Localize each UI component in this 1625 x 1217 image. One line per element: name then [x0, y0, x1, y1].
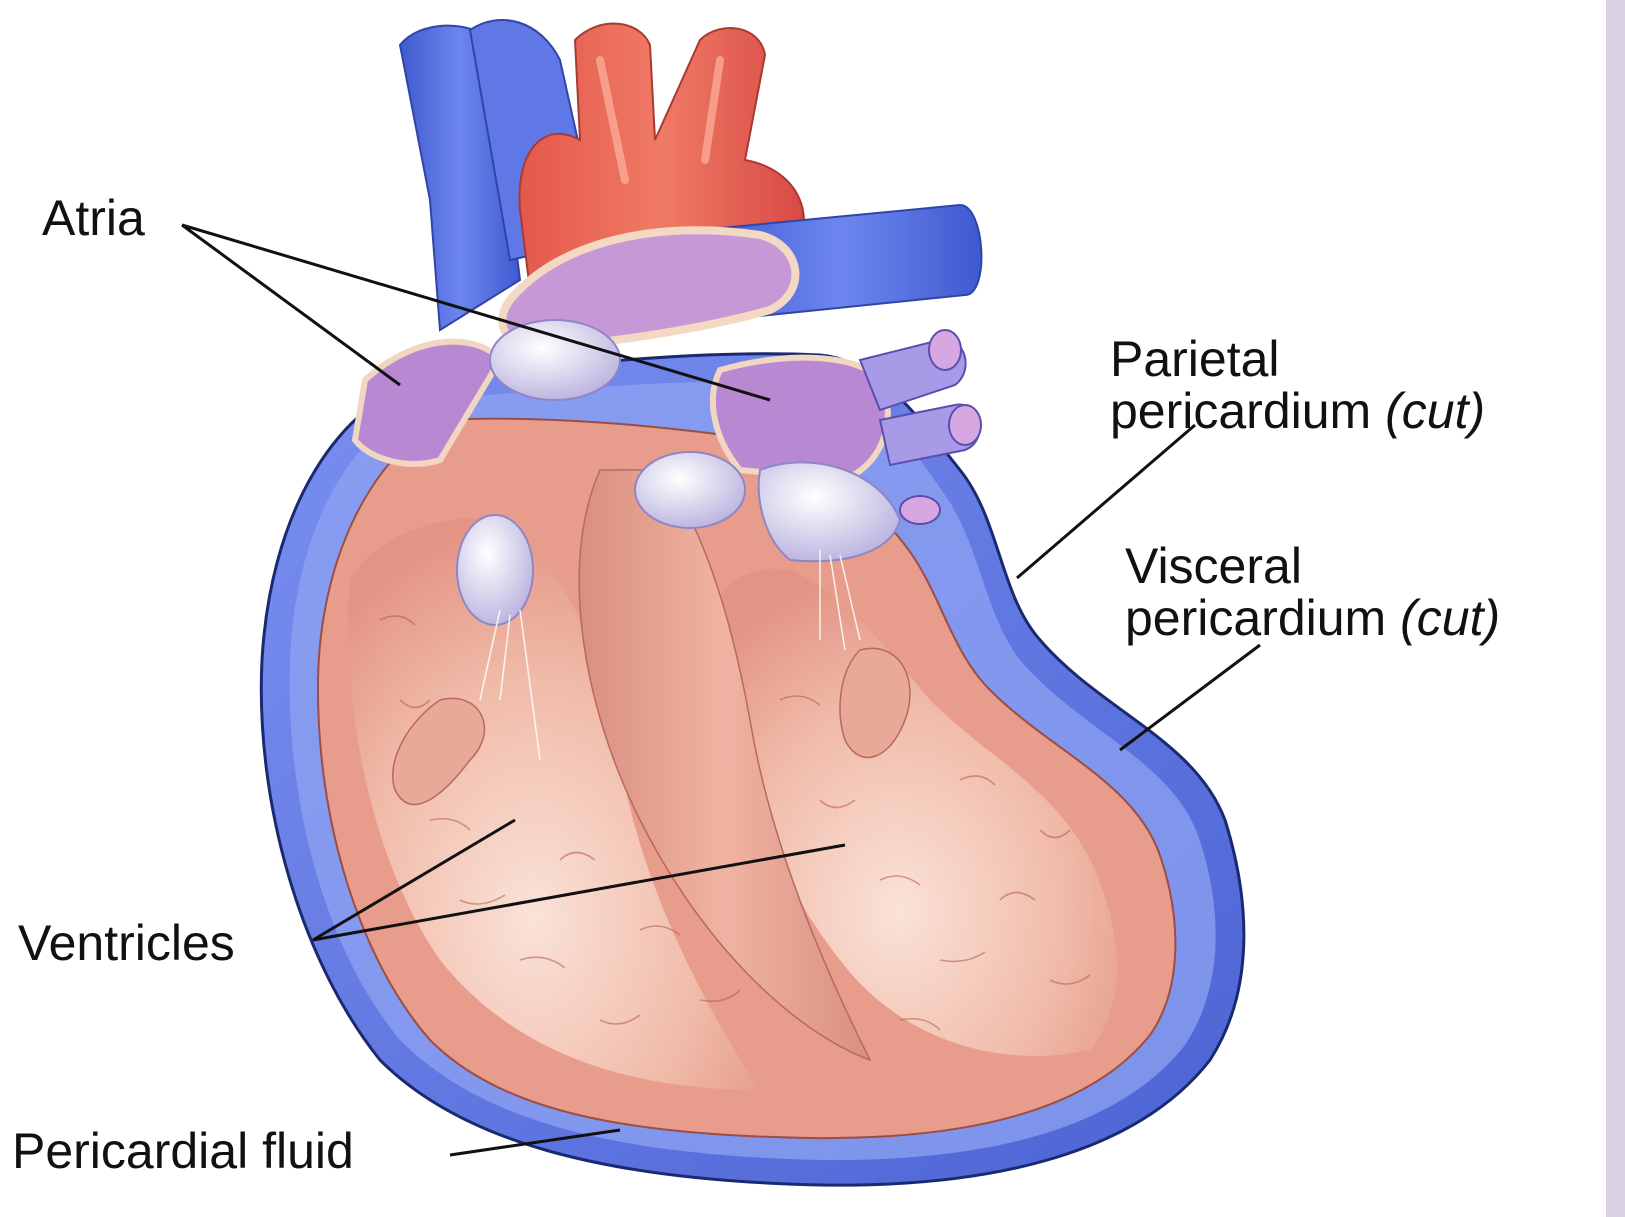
visceral-pericardium-label: Visceral pericardium (cut): [1125, 540, 1500, 644]
atria-label: Atria: [42, 193, 145, 243]
visceral-label-word: pericardium: [1125, 590, 1386, 646]
parietal-label-word: pericardium: [1110, 383, 1371, 439]
parietal-pericardium-label: Parietal pericardium (cut): [1110, 333, 1485, 437]
parietal-label-line1: Parietal: [1110, 333, 1485, 385]
visceral-leader: [1120, 645, 1260, 750]
visceral-cut-note: (cut): [1400, 590, 1500, 646]
parietal-label-line2: pericardium (cut): [1110, 385, 1485, 437]
ventricles-label: Ventricles: [18, 918, 235, 968]
visceral-label-line1: Visceral: [1125, 540, 1500, 592]
parietal-cut-note: (cut): [1385, 383, 1485, 439]
side-band: [1606, 0, 1625, 1217]
visceral-label-line2: pericardium (cut): [1125, 592, 1500, 644]
atria-leader-left: [182, 225, 400, 385]
pericardial-fluid-label: Pericardial fluid: [12, 1126, 354, 1176]
